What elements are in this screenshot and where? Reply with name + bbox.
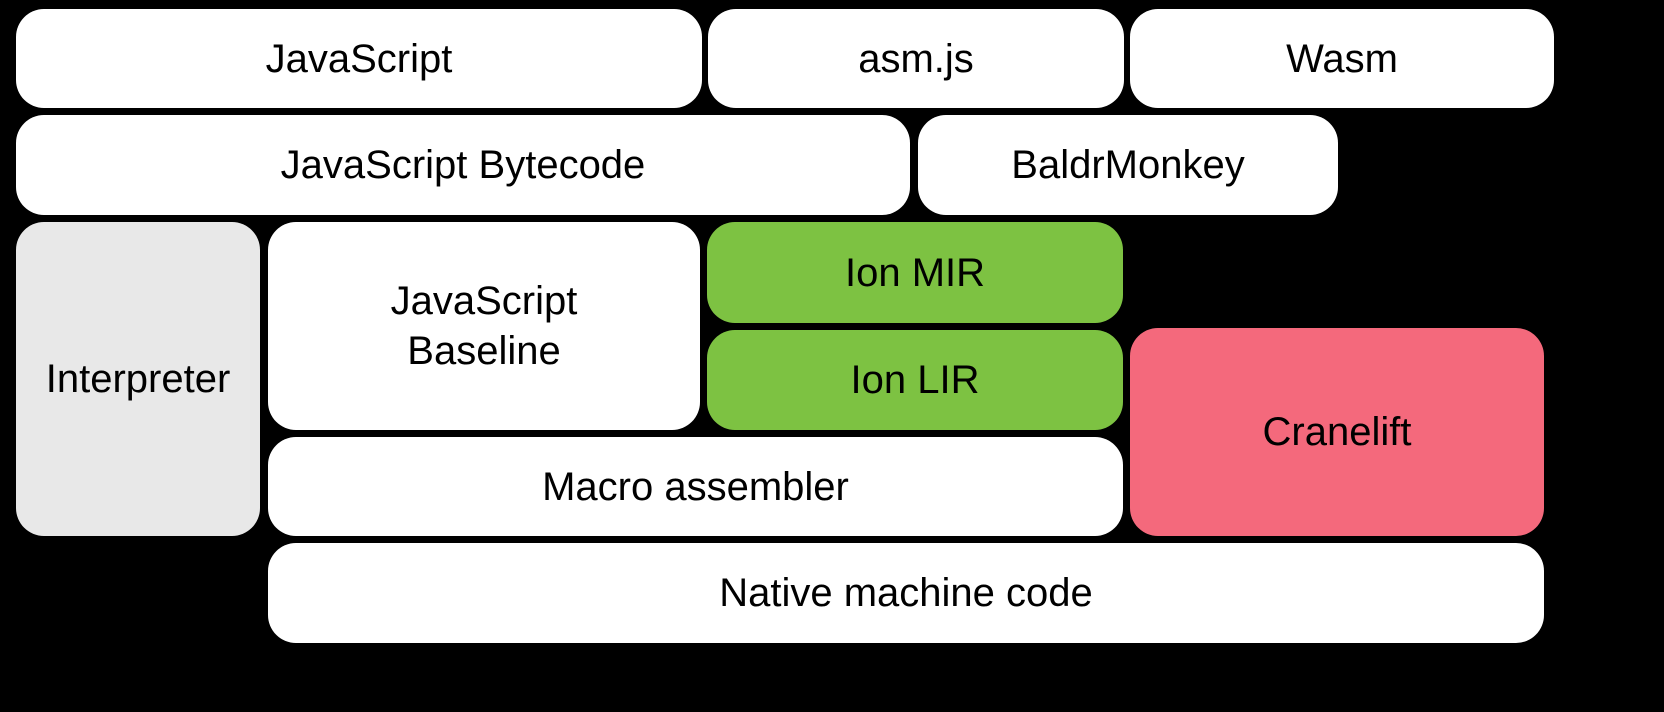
box-ion-lir-label: Ion LIR bbox=[850, 358, 980, 402]
box-macro-assembler: Macro assembler bbox=[268, 437, 1123, 536]
box-native-machine-code: Native machine code bbox=[268, 543, 1544, 643]
box-javascript-baseline-label: JavaScript Baseline bbox=[390, 279, 578, 373]
box-baldrmonkey: BaldrMonkey bbox=[918, 115, 1338, 215]
box-native-machine-code-label: Native machine code bbox=[719, 571, 1093, 615]
box-interpreter-label: Interpreter bbox=[45, 357, 231, 401]
box-javascript: JavaScript bbox=[16, 9, 702, 108]
box-ion-mir-label: Ion MIR bbox=[844, 250, 986, 295]
box-asmjs-label: asm.js bbox=[858, 36, 974, 81]
box-javascript-bytecode-label: JavaScript Bytecode bbox=[280, 143, 646, 187]
box-ion-mir: Ion MIR bbox=[707, 222, 1123, 323]
box-javascript-bytecode: JavaScript Bytecode bbox=[16, 115, 910, 215]
box-cranelift: Cranelift bbox=[1130, 328, 1544, 536]
box-interpreter: Interpreter bbox=[16, 222, 260, 536]
box-javascript-label: JavaScript bbox=[265, 36, 453, 81]
box-macro-assembler-label: Macro assembler bbox=[542, 464, 849, 509]
box-baldrmonkey-label: BaldrMonkey bbox=[1011, 143, 1245, 187]
box-wasm: Wasm bbox=[1130, 9, 1554, 108]
box-wasm-label: Wasm bbox=[1286, 36, 1398, 81]
box-asmjs: asm.js bbox=[708, 9, 1124, 108]
box-cranelift-label: Cranelift bbox=[1262, 410, 1412, 454]
box-javascript-baseline: JavaScript Baseline bbox=[268, 222, 700, 430]
box-ion-lir: Ion LIR bbox=[707, 330, 1123, 430]
